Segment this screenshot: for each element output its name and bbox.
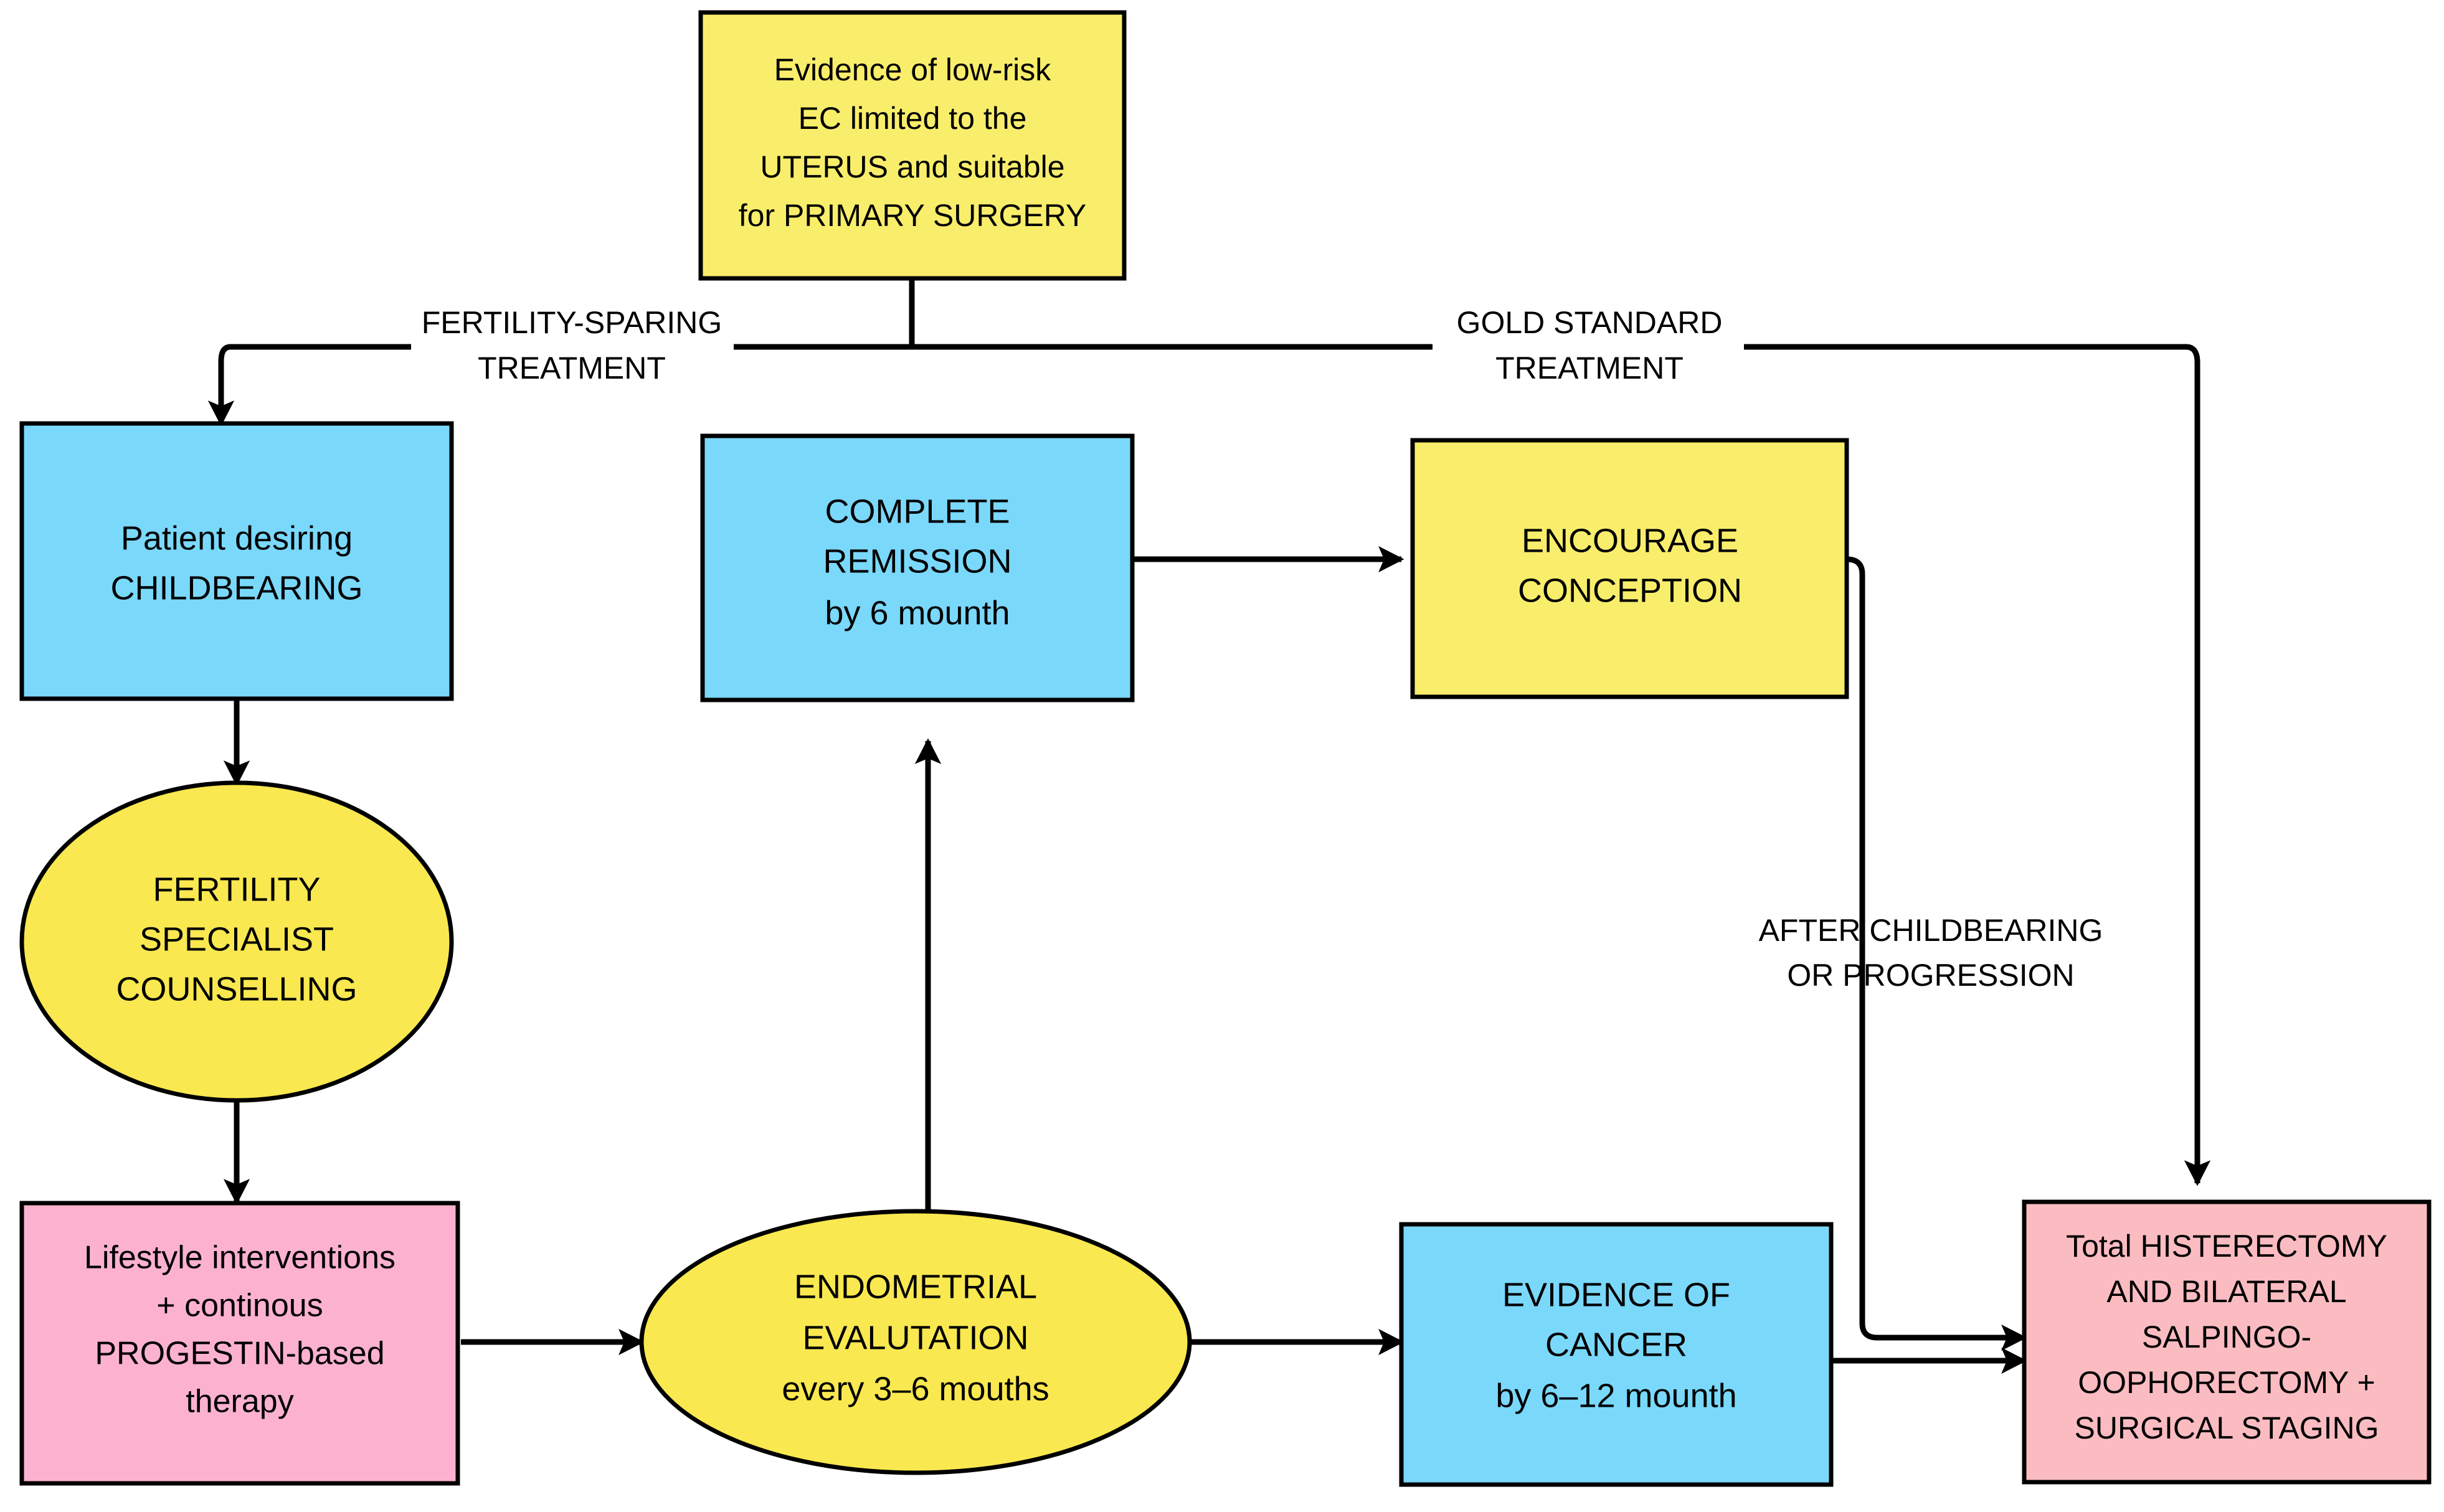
node-root-line4: for PRIMARY SURGERY	[739, 198, 1087, 233]
node-surgery-shape[interactable]	[2022, 1199, 2432, 1485]
node-fertility-counselling-shape[interactable]	[19, 780, 454, 1103]
after-childbearing-label-line1: AFTER CHILDBEARING	[1759, 913, 2103, 948]
edge-conception-to-surgery	[1846, 556, 2027, 1351]
edge-label-after-childbearing: AFTER CHILDBEARING OR PROGRESSION	[1759, 913, 2103, 993]
node-evidence-of-cancer-shape[interactable]	[1399, 1222, 1834, 1487]
fertility-sparing-label-line1: FERTILITY-SPARING	[422, 305, 722, 340]
node-endometrial-evaluation-line2: EVALUTATION	[802, 1319, 1028, 1356]
node-complete-remission-line2: REMISSION	[823, 542, 1011, 580]
node-surgery-line1: Total HISTERECTOMY	[2066, 1229, 2387, 1264]
node-fertility-counselling-line2: SPECIALIST	[140, 920, 334, 958]
node-progestin-therapy-shape[interactable]	[19, 1201, 460, 1486]
node-root-shape[interactable]	[698, 10, 1127, 281]
node-fertility-counselling-line3: COUNSELLING	[116, 970, 357, 1008]
gold-standard-label-line2: TREATMENT	[1495, 351, 1684, 385]
node-surgery-line2: AND BILATERAL	[2106, 1274, 2346, 1309]
node-complete-remission-line3: by 6 mounth	[825, 594, 1010, 631]
node-encourage-conception[interactable]: ENCOURAGE CONCEPTION	[1410, 438, 1849, 699]
node-patient-childbearing-line1: Patient desiring	[121, 519, 353, 557]
node-evidence-of-cancer-line2: CANCER	[1545, 1326, 1687, 1363]
node-endometrial-evaluation-line3: every 3–6 mouths	[782, 1370, 1049, 1407]
node-evidence-of-cancer-line1: EVIDENCE OF	[1502, 1276, 1730, 1313]
gold-standard-label-line1: GOLD STANDARD	[1457, 305, 1723, 340]
edge-gold-standard	[2184, 344, 2211, 1186]
node-root-line1: Evidence of low-risk	[774, 52, 1052, 87]
node-surgery-line4: OOPHORECTOMY +	[2078, 1365, 2375, 1400]
node-endometrial-evaluation-line1: ENDOMETRIAL	[794, 1268, 1037, 1305]
node-endometrial-evaluation[interactable]: ENDOMETRIAL EVALUTATION every 3–6 mouths	[639, 1209, 1192, 1475]
node-fertility-counselling[interactable]: FERTILITY SPECIALIST COUNSELLING	[19, 780, 454, 1103]
node-complete-remission[interactable]: COMPLETE REMISSION by 6 mounth	[700, 433, 1135, 702]
node-progestin-therapy-line3: PROGESTIN-based	[95, 1336, 384, 1372]
node-evidence-of-cancer[interactable]: EVIDENCE OF CANCER by 6–12 mounth	[1399, 1222, 1834, 1487]
node-progestin-therapy-line2: + continous	[156, 1288, 323, 1324]
node-patient-childbearing-line2: CHILDBEARING	[110, 569, 362, 607]
node-progestin-therapy[interactable]: Lifestyle interventions + continous PROG…	[19, 1201, 460, 1486]
node-root-line2: EC limited to the	[798, 101, 1027, 136]
node-endometrial-evaluation-shape[interactable]	[639, 1209, 1192, 1475]
node-encourage-conception-line2: CONCEPTION	[1518, 572, 1742, 609]
node-evidence-of-cancer-line3: by 6–12 mounth	[1495, 1377, 1736, 1414]
node-fertility-counselling-line1: FERTILITY	[153, 871, 320, 908]
edge-label-fertility-sparing: FERTILITY-SPARING TREATMENT	[422, 305, 722, 385]
node-progestin-therapy-line1: Lifestyle interventions	[84, 1240, 395, 1276]
node-encourage-conception-line1: ENCOURAGE	[1522, 522, 1738, 559]
node-complete-remission-line1: COMPLETE	[825, 493, 1010, 530]
fertility-sparing-label-line2: TREATMENT	[478, 351, 666, 385]
edge-fertility-sparing	[207, 344, 235, 427]
after-childbearing-label-line2: OR PROGRESSION	[1787, 958, 2074, 993]
node-patient-childbearing[interactable]: Patient desiring CHILDBEARING	[19, 421, 454, 701]
node-surgery[interactable]: Total HISTERECTOMY AND BILATERAL SALPING…	[2022, 1199, 2432, 1485]
node-surgery-line5: SURGICAL STAGING	[2075, 1410, 2379, 1445]
node-complete-remission-shape[interactable]	[700, 433, 1135, 702]
node-progestin-therapy-line4: therapy	[186, 1384, 293, 1420]
node-encourage-conception-shape[interactable]	[1410, 438, 1849, 699]
edge-root-split	[230, 278, 2186, 350]
node-root[interactable]: Evidence of low-risk EC limited to the U…	[698, 10, 1127, 281]
edge-label-gold-standard: GOLD STANDARD TREATMENT	[1457, 305, 1723, 385]
node-surgery-line3: SALPINGO-	[2142, 1320, 2311, 1354]
node-root-line3: UTERUS and suitable	[760, 149, 1064, 184]
node-patient-childbearing-shape[interactable]	[19, 421, 454, 701]
